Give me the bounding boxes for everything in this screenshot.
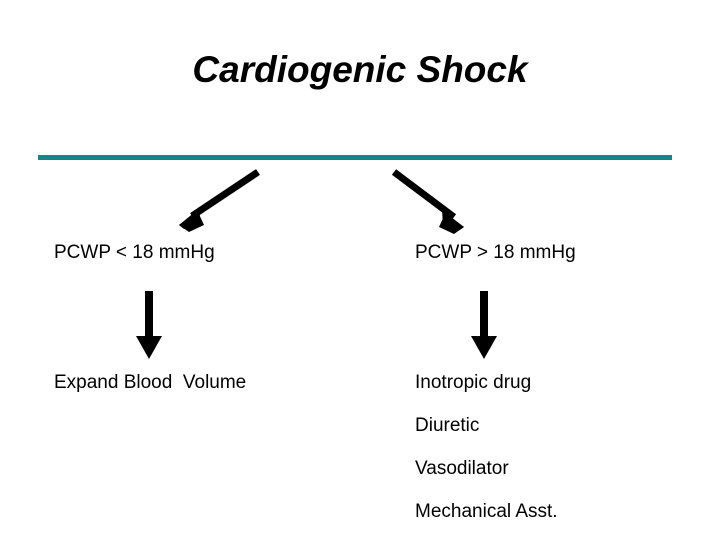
treatment-left-expand-blood-volume: Expand Blood Volume [54,372,247,393]
treatment-right-vasodilator: Vasodilator [415,458,509,479]
diagonal-arrow-down-left-icon [179,169,260,232]
condition-pcwp-low: PCWP < 18 mmHg [54,242,215,263]
page-title: Cardiogenic Shock [192,49,528,90]
treatment-right-diuretic: Diuretic [415,415,480,436]
diagonal-arrow-down-right-icon [391,169,464,234]
treatment-right-inotropic-drug: Inotropic drug [415,372,532,393]
vertical-arrow-down-right-icon [471,291,497,359]
treatment-right-mechanical-asst: Mechanical Asst. [415,501,558,522]
vertical-arrow-down-left-icon [136,291,162,359]
teal-horizontal-rule [38,155,672,160]
condition-pcwp-high: PCWP > 18 mmHg [415,242,576,263]
